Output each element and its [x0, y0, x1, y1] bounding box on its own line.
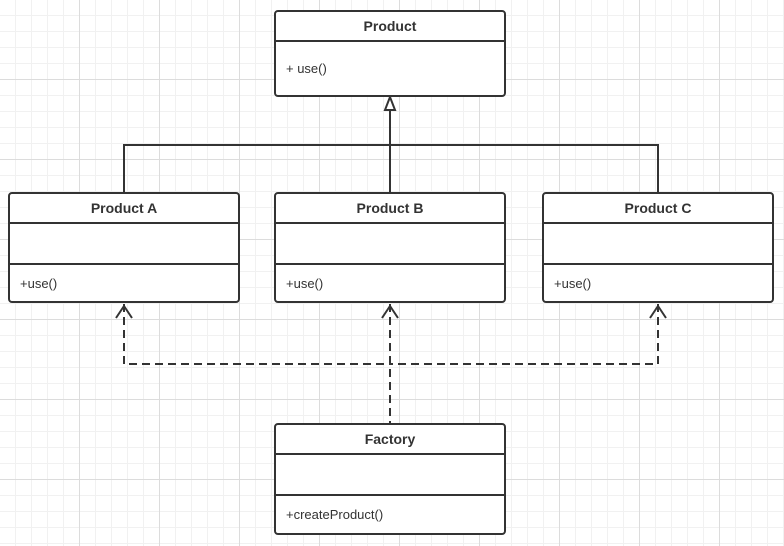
class-name: Product A — [10, 194, 238, 224]
class-methods: +use() — [286, 275, 324, 291]
dependency-arrowheads — [115, 304, 667, 319]
class-methods: +use() — [20, 275, 58, 291]
dependency-connectors — [123, 304, 659, 423]
class-product-b[interactable]: Product B +use() — [274, 192, 506, 303]
class-methods: + use() — [286, 61, 327, 76]
class-name: Factory — [276, 425, 504, 455]
dependency-line-product-a — [123, 304, 390, 365]
class-attributes — [544, 224, 772, 265]
generalization-connectors — [123, 94, 659, 192]
generalization-arrowhead — [383, 94, 397, 111]
class-product-a[interactable]: Product A +use() — [8, 192, 240, 303]
class-name: Product B — [276, 194, 504, 224]
class-attributes — [276, 224, 504, 265]
class-name: Product C — [544, 194, 772, 224]
generalization-line-product-c — [390, 144, 659, 192]
class-factory[interactable]: Factory +createProduct() — [274, 423, 506, 535]
class-methods: +createProduct() — [286, 507, 384, 522]
class-attributes — [276, 455, 504, 496]
class-attributes — [10, 224, 238, 265]
class-name: Product — [276, 12, 504, 42]
class-methods: +use() — [554, 275, 592, 291]
dependency-line-product-c — [390, 304, 659, 365]
class-product-c[interactable]: Product C +use() — [542, 192, 774, 303]
dependency-arrowhead-product-b — [381, 304, 399, 319]
class-product[interactable]: Product + use() — [274, 10, 506, 97]
dependency-arrowhead-product-c — [649, 304, 667, 319]
dependency-arrowhead-product-a — [115, 304, 133, 319]
generalization-line-product-a — [123, 144, 390, 192]
